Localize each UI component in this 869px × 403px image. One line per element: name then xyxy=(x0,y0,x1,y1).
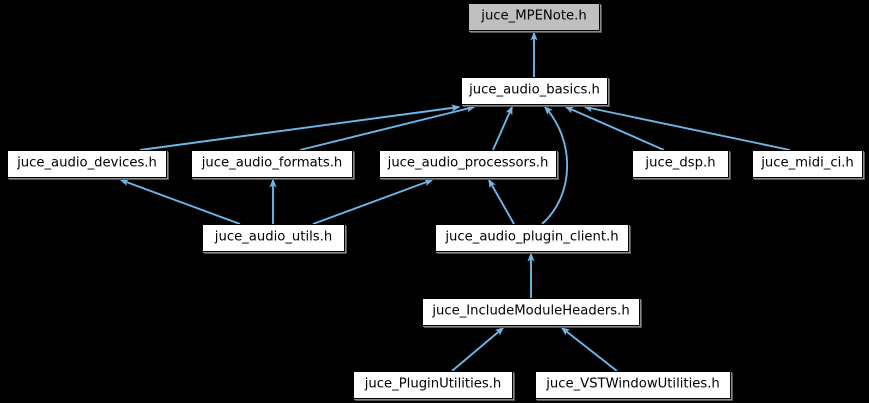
graph-node-label: juce_IncludeModuleHeaders.h xyxy=(432,303,630,319)
edge-pluginutils-to-includemodule xyxy=(451,327,505,372)
graph-node-label: juce_midi_ci.h xyxy=(761,155,854,171)
edge-pluginclient-to-processors xyxy=(488,178,515,225)
graph-node-pluginutils[interactable]: juce_PluginUtilities.h xyxy=(353,371,513,399)
graph-node-includemodule[interactable]: juce_IncludeModuleHeaders.h xyxy=(422,298,640,326)
edge-formats-to-basics xyxy=(299,105,476,151)
graph-node-label: juce_audio_formats.h xyxy=(201,155,343,171)
edge-utils-to-processors xyxy=(312,179,434,225)
graph-node-midici[interactable]: juce_midi_ci.h xyxy=(752,150,863,178)
graph-node-mpenote[interactable]: juce_MPENote.h xyxy=(468,3,600,31)
edge-vstwindowutils-to-includemodule xyxy=(560,327,618,372)
edge-midici-to-basics xyxy=(583,105,791,151)
graph-node-utils[interactable]: juce_audio_utils.h xyxy=(202,224,345,252)
graph-node-label: juce_dsp.h xyxy=(645,155,716,171)
graph-node-dsp[interactable]: juce_dsp.h xyxy=(632,150,729,178)
graph-node-label: juce_audio_devices.h xyxy=(17,155,157,171)
graph-node-basics[interactable]: juce_audio_basics.h xyxy=(461,77,608,105)
edge-utils-to-devices xyxy=(119,179,241,225)
edge-devices-to-basics xyxy=(139,104,461,151)
graph-node-pluginclient[interactable]: juce_audio_plugin_client.h xyxy=(435,224,629,252)
graph-node-processors[interactable]: juce_audio_processors.h xyxy=(379,150,557,178)
graph-node-formats[interactable]: juce_audio_formats.h xyxy=(191,150,353,178)
edge-processors-to-basics xyxy=(492,105,513,151)
graph-node-label: juce_PluginUtilities.h xyxy=(364,376,502,392)
graph-node-label: juce_audio_processors.h xyxy=(387,155,549,171)
graph-node-label: juce_audio_basics.h xyxy=(469,82,600,98)
graph-node-label: juce_audio_plugin_client.h xyxy=(445,229,619,245)
graph-node-label: juce_MPENote.h xyxy=(481,8,587,24)
graph-node-devices[interactable]: juce_audio_devices.h xyxy=(7,150,167,178)
graph-node-vstwindowutils[interactable]: juce_VSTWindowUtilities.h xyxy=(535,371,731,399)
graph-node-label: juce_audio_utils.h xyxy=(214,229,333,245)
edge-dsp-to-basics xyxy=(564,106,665,151)
graph-node-label: juce_VSTWindowUtilities.h xyxy=(546,376,720,392)
